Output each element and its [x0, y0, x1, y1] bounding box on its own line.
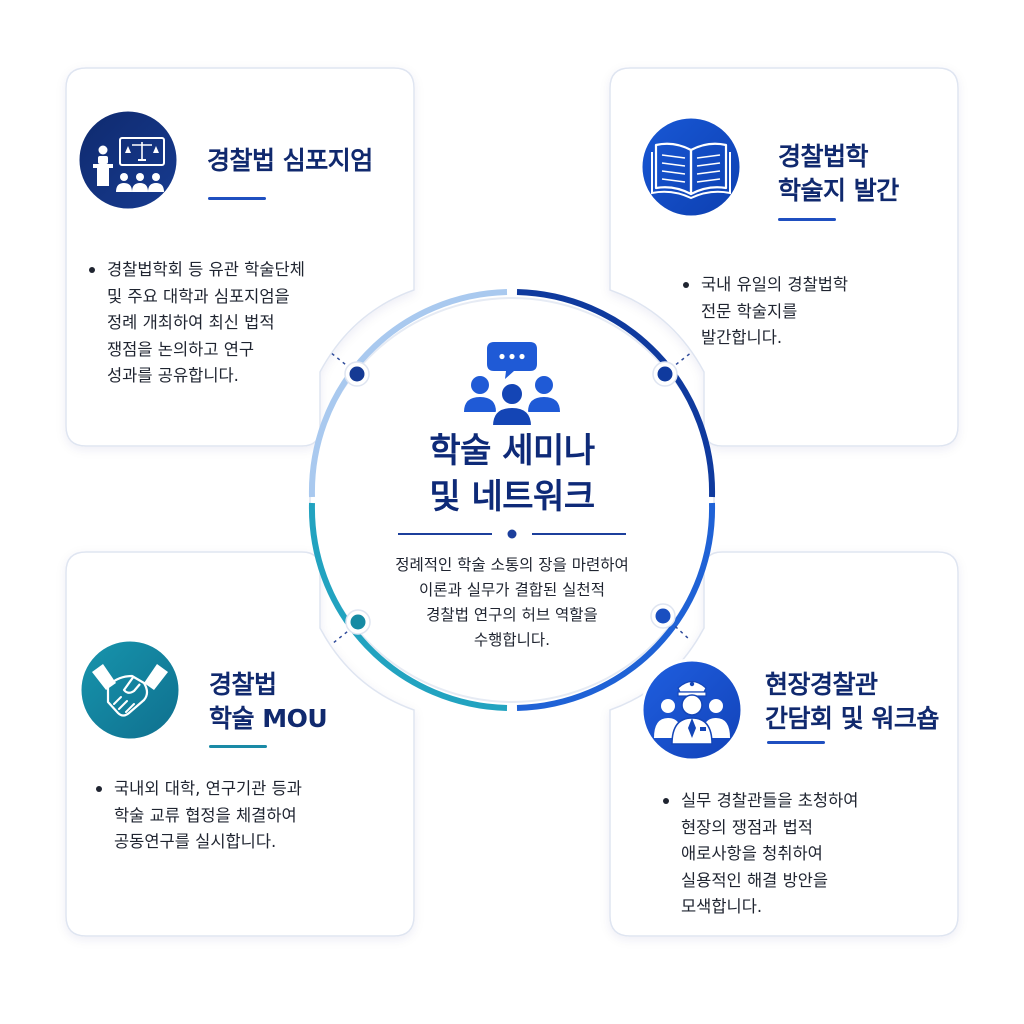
card-symposium-underline — [208, 197, 266, 200]
bullet-line: 공동연구를 실시합니다. — [114, 832, 277, 851]
card-title-line: 간담회 및 워크숍 — [765, 704, 939, 733]
center-description-line: 이론과 실무가 결합된 실천적 — [419, 581, 605, 599]
card-title-line: 경찰법 — [209, 670, 277, 699]
bullet-line: 국내 유일의 경찰법학 — [701, 275, 849, 294]
center-title-line: 학술 세미나 — [429, 431, 595, 471]
center-divider — [398, 529, 626, 539]
card-workshop-title: 현장경찰관 간담회 및 워크숍 — [765, 668, 939, 736]
bullet-line: 쟁점을 논의하고 연구 — [107, 339, 255, 359]
center-description-line: 수행합니다. — [473, 631, 551, 649]
people-chat-icon — [464, 342, 560, 427]
card-title-line: 현장경찰관 — [765, 670, 878, 699]
bullet-line: 경찰법학회 등 유관 학술단체 — [107, 260, 305, 279]
police-officers-icon — [640, 658, 744, 762]
bullet-dot — [89, 267, 95, 273]
center-description-line: 정례적인 학술 소통의 장을 마련하여 — [395, 556, 629, 574]
bullet-line: 실무 경찰관들을 초청하여 — [681, 791, 859, 810]
card-mou-underline — [209, 745, 267, 748]
card-title-line: 학술지 발간 — [778, 176, 899, 205]
center-description: 정례적인 학술 소통의 장을 마련하여 이론과 실무가 결합된 실천적 경찰법 … — [352, 553, 672, 653]
bullet-line: 학술 교류 협정을 체결하여 — [114, 805, 297, 825]
bullet-line: 모색합니다. — [681, 897, 763, 916]
card-mou-title: 경찰법 학술 MOU — [209, 668, 328, 736]
center-disc — [309, 297, 715, 703]
bullet-dot — [663, 798, 669, 804]
lecture-scales-icon — [76, 108, 180, 212]
card-journal-underline — [778, 218, 836, 221]
bullet-dot — [96, 786, 102, 792]
handshake-icon — [78, 638, 182, 742]
card-title-line: 학술 MOU — [209, 704, 328, 733]
card-journal-bullet: 국내 유일의 경찰법학 전문 학술지를 발간합니다. — [683, 272, 848, 352]
open-book-icon — [639, 115, 743, 219]
bullet-line: 정례 개최하여 최신 법적 — [107, 313, 275, 332]
center-title: 학술 세미나 및 네트워크 — [362, 428, 662, 520]
card-symposium-bullet: 경찰법학회 등 유관 학술단체 및 주요 대학과 심포지엄을 정례 개최하여 최… — [89, 257, 305, 390]
bullet-line: 현장의 쟁점과 법적 — [681, 817, 813, 837]
center-title-line: 및 네트워크 — [429, 477, 595, 517]
connector-lines — [329, 351, 693, 645]
bullet-line: 발간합니다. — [701, 328, 783, 347]
bullet-line: 전문 학술지를 — [701, 301, 798, 321]
card-journal-title: 경찰법학 학술지 발간 — [778, 140, 899, 208]
card-title-line: 경찰법 심포지엄 — [207, 146, 373, 175]
center-description-line: 경찰법 연구의 허브 역할을 — [426, 606, 598, 624]
bullet-line: 애로사항을 청취하여 — [681, 844, 823, 863]
card-title-line: 경찰법학 — [778, 142, 869, 171]
bullet-line: 국내외 대학, 연구기관 등과 — [114, 779, 302, 798]
bullet-line: 및 주요 대학과 심포지엄을 — [107, 286, 290, 306]
card-workshop-bullet: 실무 경찰관들을 초청하여 현장의 쟁점과 법적 애로사항을 청취하여 실용적인… — [663, 788, 858, 921]
connector-nodes — [344, 361, 678, 635]
card-symposium-title: 경찰법 심포지엄 — [207, 144, 373, 178]
bullet-line: 성과를 공유합니다. — [107, 366, 239, 385]
card-workshop-underline — [767, 741, 825, 744]
bullet-line: 실용적인 해결 방안을 — [681, 870, 829, 890]
card-mou-bullet: 국내외 대학, 연구기관 등과 학술 교류 협정을 체결하여 공동연구를 실시합… — [96, 776, 302, 856]
segmented-ring — [308, 289, 716, 711]
bullet-dot — [683, 282, 689, 288]
